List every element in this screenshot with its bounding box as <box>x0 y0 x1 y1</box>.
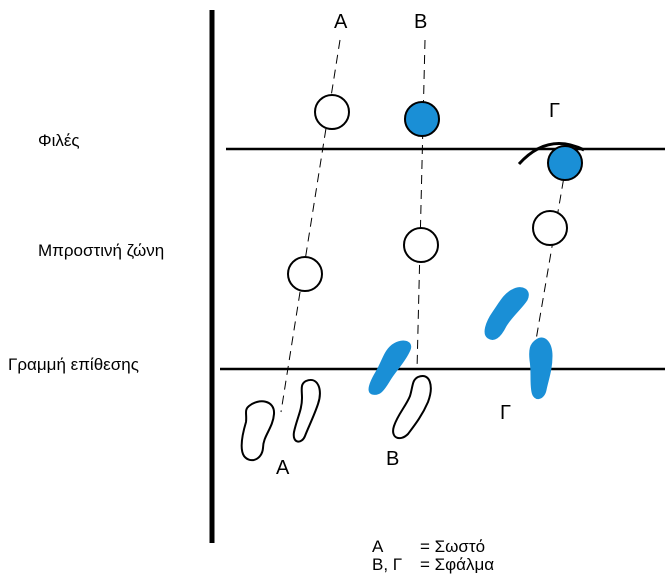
legend-key: A <box>372 537 384 556</box>
footprint-a-left <box>240 400 276 462</box>
ball-c-upper-foul <box>547 145 583 181</box>
footprint-c-upper-foul <box>484 287 529 340</box>
ball-b-lower <box>403 227 439 263</box>
ball-c-lower <box>532 210 568 246</box>
legend-value: = Σωστό <box>420 537 486 556</box>
footprint-c-lower-foul <box>529 337 553 399</box>
column-b-label: B <box>414 11 427 33</box>
trajectory-c <box>535 164 567 341</box>
zone-label-front-zone: Μπροστινή ζώνη <box>38 241 165 260</box>
footprint-b-behind <box>392 374 432 440</box>
legend-row-foul: B, Γ = Σφάλμα <box>372 556 494 574</box>
legend-row-correct: A = Σωστό <box>372 538 485 556</box>
footprint-a-right <box>292 378 321 443</box>
column-c-bottom-label: Γ <box>500 402 511 424</box>
zone-label-attack-line: Γραμμή επίθεσης <box>8 355 139 374</box>
column-b-bottom-label: B <box>386 448 399 470</box>
footprint-b-foul <box>368 340 412 395</box>
trajectory-b <box>416 39 426 371</box>
column-a-label: A <box>334 11 348 33</box>
ball-a-lower <box>287 256 323 292</box>
legend-value: = Σφάλμα <box>420 555 495 574</box>
zone-label-net: Φιλές <box>38 131 80 150</box>
column-a-bottom-label: A <box>276 457 290 479</box>
legend-key: B, Γ <box>372 555 403 574</box>
ball-b-upper-foul <box>404 101 440 137</box>
hand-arc-c <box>517 142 585 166</box>
ball-a-upper <box>314 94 350 130</box>
column-c-label: Γ <box>549 100 560 122</box>
